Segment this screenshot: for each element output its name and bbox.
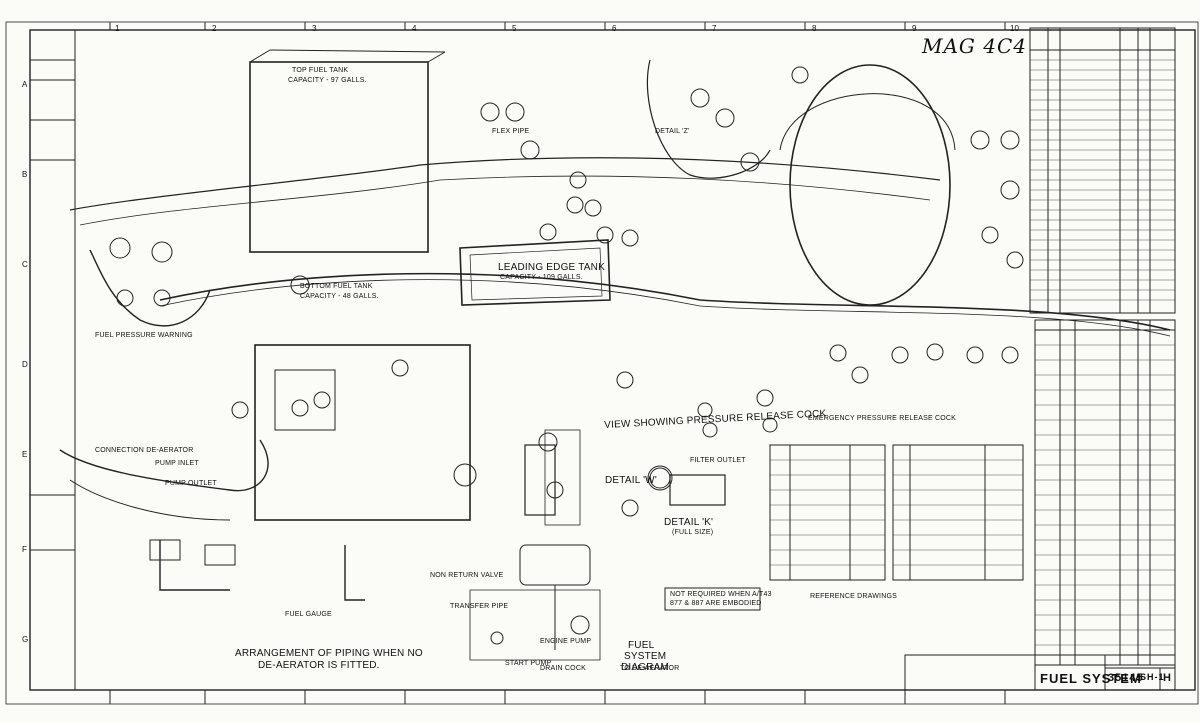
bottom-fuel-tank-label: BOTTOM FUEL TANK — [300, 283, 373, 290]
pump-outlet-label: PUMP OUTLET — [165, 480, 217, 487]
fuel-gauge-label: FUEL GAUGE — [285, 611, 332, 618]
detail-w-title: DETAIL 'W' — [605, 475, 657, 486]
detail-k-subtitle: (FULL SIZE) — [672, 529, 714, 536]
grid-col-10: 10 — [1010, 24, 1019, 33]
transfer-pipe-label: TRANSFER PIPE — [450, 603, 509, 610]
grid-row-b: B — [22, 170, 28, 179]
issue-letter: H — [1163, 672, 1172, 684]
flex-pipe-label: FLEX PIPE — [492, 128, 530, 135]
fuel-system-diagram-title-3: DIAGRAM — [621, 662, 670, 673]
fuel-system-diagram-title-1: FUEL — [628, 640, 655, 651]
grid-row-c: C — [22, 260, 28, 269]
grid-col-8: 8 — [812, 24, 817, 33]
non-return-valve-label: NON RETURN VALVE — [430, 572, 504, 579]
to-de-aerator-label: TO DE-AERATOR — [620, 665, 680, 672]
drawing-number: 35145 — [1108, 672, 1144, 684]
drain-cock-label: DRAIN COCK — [540, 665, 586, 672]
grid-row-d: D — [22, 360, 28, 369]
grid-col-5: 5 — [512, 24, 517, 33]
note-line-1: NOT REQUIRED WHEN A/T43 — [670, 591, 772, 598]
leading-edge-capacity-label: CAPACITY - 109 GALLS. — [500, 274, 583, 281]
detail-k-title: DETAIL 'K' — [664, 517, 714, 528]
fuel-pressure-warning-label: FUEL PRESSURE WARNING — [95, 332, 193, 339]
grid-col-9: 9 — [912, 24, 917, 33]
grid-col-3: 3 — [312, 24, 317, 33]
grid-row-f: F — [22, 545, 27, 554]
emergency-pressure-label: EMERGENCY PRESSURE RELEASE COCK — [808, 415, 957, 422]
arrangement-title-line2: DE-AERATOR IS FITTED. — [258, 660, 380, 671]
grid-col-2: 2 — [212, 24, 217, 33]
grid-row-g: G — [22, 635, 29, 644]
arrangement-title-line1: ARRANGEMENT OF PIPING WHEN NO — [235, 648, 423, 659]
start-pump-label: START PUMP — [505, 660, 552, 667]
leading-edge-tank-label: LEADING EDGE TANK — [498, 262, 605, 273]
note-line-2: 877 & 887 ARE EMBODIED — [670, 600, 762, 607]
bottom-fuel-capacity-label: CAPACITY - 48 GALLS. — [300, 293, 379, 300]
grid-col-1: 1 — [115, 24, 120, 33]
grid-row-e: E — [22, 450, 28, 459]
handwritten-reference: MAG 4C4 — [922, 34, 1028, 58]
top-fuel-tank-label: TOP FUEL TANK — [292, 67, 349, 74]
filter-outlet-label: FILTER OUTLET — [690, 457, 746, 464]
grid-col-4: 4 — [412, 24, 417, 33]
engine-pump-label: ENGINE PUMP — [540, 638, 592, 645]
connection-de-aerator-label: CONNECTION DE-AERATOR — [95, 447, 194, 454]
grid-row-a: A — [22, 80, 28, 89]
fuel-system-diagram-title-2: SYSTEM — [624, 651, 667, 662]
sheet-number: SH-1 — [1140, 672, 1165, 682]
top-fuel-capacity-label: CAPACITY - 97 GALLS. — [288, 77, 367, 84]
detail-z-title: DETAIL 'Z' — [655, 128, 690, 135]
pump-inlet-label: PUMP INLET — [155, 460, 199, 467]
reference-drawings-label: REFERENCE DRAWINGS — [810, 593, 897, 600]
grid-col-7: 7 — [712, 24, 717, 33]
title-block-name: FUEL SYSTEM — [1040, 671, 1142, 686]
grid-col-6: 6 — [612, 24, 617, 33]
